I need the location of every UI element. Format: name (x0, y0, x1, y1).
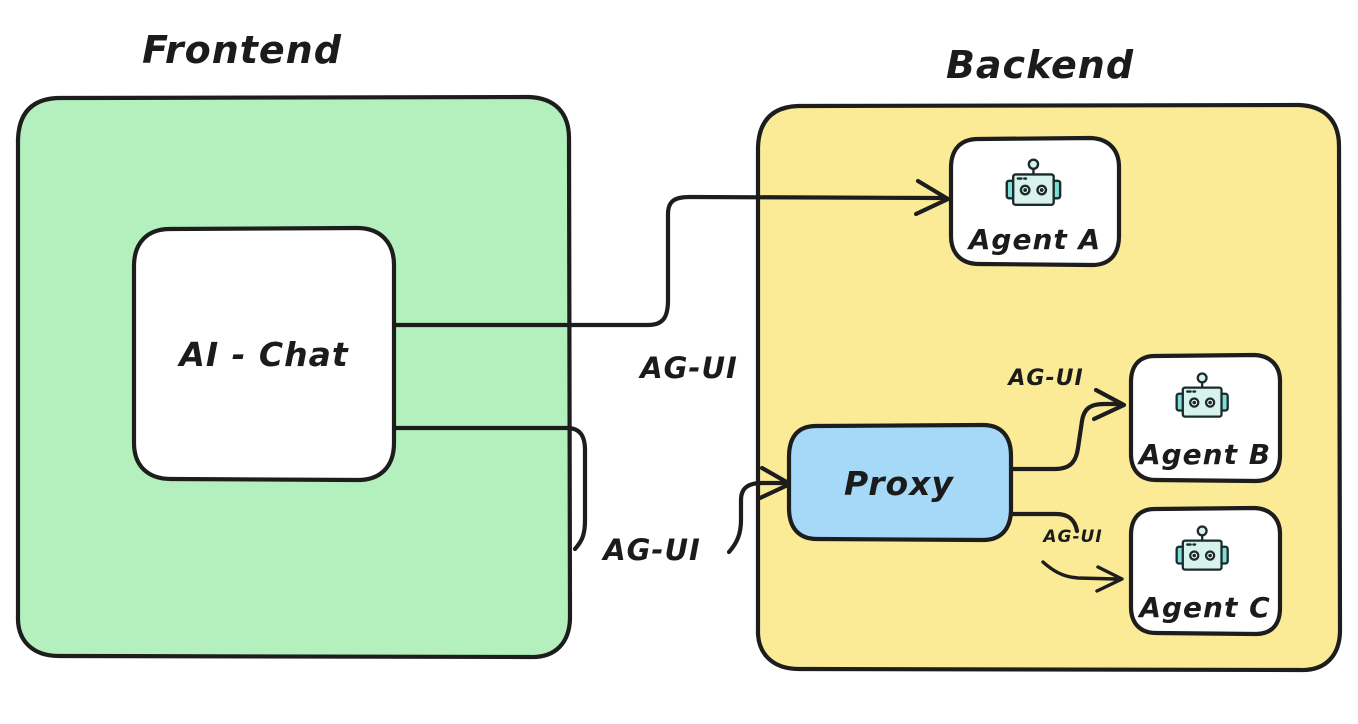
frontend-title: Frontend (142, 28, 342, 72)
robot-icon (1175, 525, 1229, 571)
edge-chat-to-proxy-path-a (393, 425, 588, 552)
node-agent-c-label: Agent C (1137, 591, 1270, 624)
robot-icon (1175, 372, 1229, 418)
edge-proxy-to-agent-c-arrowhead (1095, 565, 1124, 593)
node-agent-a-label: Agent A (967, 223, 1101, 256)
node-agent-b-label: Agent B (1137, 438, 1271, 471)
node-agent-a[interactable]: Agent A (948, 135, 1122, 268)
edge-proxy-to-agent-c-path-b (1041, 560, 1118, 581)
edge-chat-to-proxy-label: AG-UI (601, 533, 701, 567)
edge-chat-to-agent-a-arrowhead (913, 178, 951, 217)
node-ai-chat-box[interactable] (131, 225, 397, 483)
backend-title: Backend (946, 43, 1134, 87)
edge-proxy-to-agent-c-label: AG-UI (1041, 527, 1102, 547)
edge-proxy-to-agent-b: AG-UI (1006, 366, 1127, 472)
node-agent-b-box[interactable] (1128, 352, 1283, 484)
edge-chat-to-agent-a: AG-UI (393, 178, 951, 385)
edge-proxy-to-agent-c-path-a (1009, 511, 1080, 534)
edge-chat-to-agent-a-path (393, 194, 945, 328)
node-ai-chat[interactable]: AI - Chat (131, 225, 397, 483)
edge-proxy-to-agent-c: AG-UI (1009, 511, 1124, 593)
node-proxy-label: Proxy (844, 464, 954, 503)
edge-proxy-to-agent-b-label: AG-UI (1006, 366, 1083, 391)
node-proxy-box[interactable] (786, 422, 1014, 543)
node-agent-b[interactable]: Agent B (1128, 352, 1283, 484)
edge-proxy-to-agent-b-path (1009, 401, 1121, 472)
node-agent-c-box[interactable] (1128, 505, 1283, 637)
node-agent-c[interactable]: Agent C (1128, 505, 1283, 637)
robot-icon (1005, 158, 1062, 206)
edge-proxy-to-agent-b-arrowhead (1091, 387, 1127, 422)
edge-chat-to-agent-a-label: AG-UI (638, 351, 738, 385)
edge-chat-to-proxy: AG-UI (393, 425, 793, 567)
edge-chat-to-proxy-path-b (726, 480, 788, 555)
node-proxy[interactable]: Proxy (786, 422, 1014, 543)
node-ai-chat-label: AI - Chat (176, 335, 348, 374)
